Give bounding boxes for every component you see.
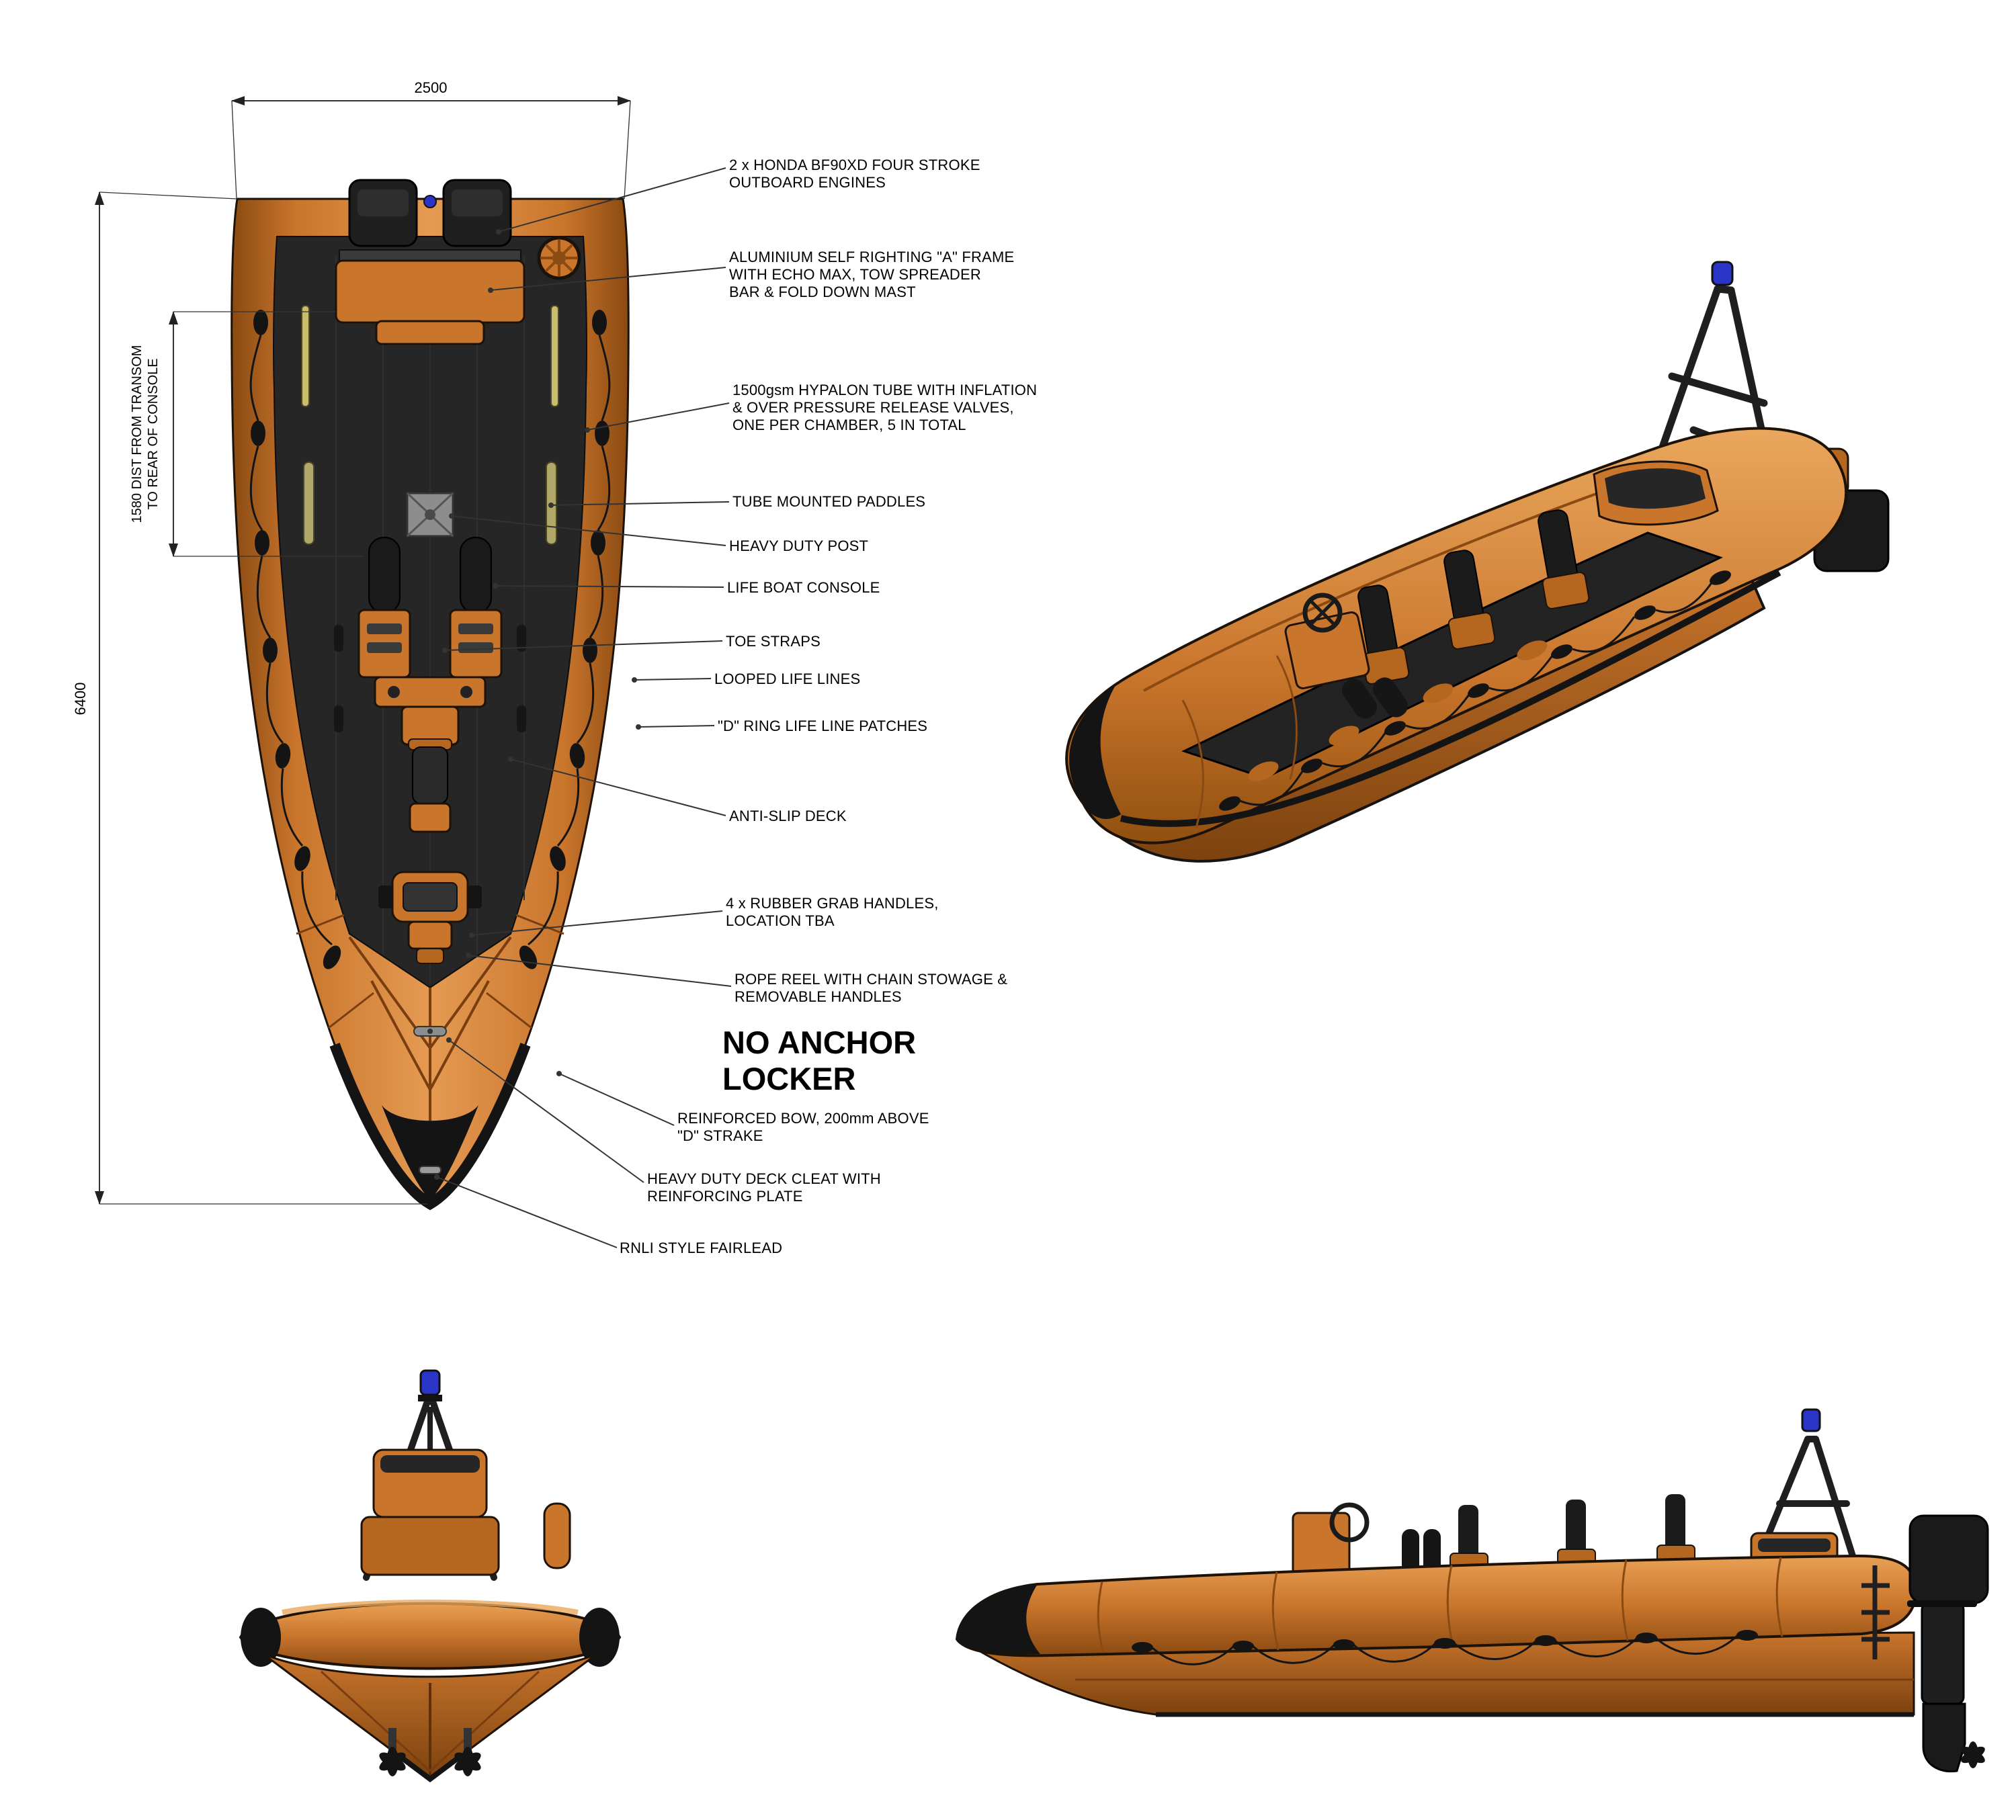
propellers-front [379, 1728, 481, 1776]
tube-cap-port [241, 1608, 281, 1667]
bow-interior-lines [348, 936, 512, 1142]
stern-ladder-side [1861, 1565, 1890, 1659]
dimension-beam-label: 2500 [414, 79, 448, 96]
note-no-anchor-locker: NO ANCHOR LOCKER [722, 1025, 917, 1096]
steering-wheel-iso [1302, 593, 1343, 633]
leader-lines [436, 167, 732, 1248]
tube-mounted-paddles [301, 305, 559, 545]
grab-handles-iso [1219, 570, 1731, 811]
seats-console-iso [1284, 460, 1719, 719]
steering-wheel-side [1329, 1502, 1370, 1543]
bow-cone-iso [1069, 685, 1121, 819]
callout-fairlead: RNLI STYLE FAIRLEAD [620, 1240, 783, 1256]
callout-engines: 2 x HONDA BF90XD FOUR STROKE OUTBOARD EN… [729, 157, 980, 191]
callout-console: LIFE BOAT CONSOLE [727, 579, 880, 596]
isometric-view [1065, 261, 1890, 863]
bow-tip-cone [382, 1105, 478, 1200]
console-side [1292, 1512, 1351, 1576]
looped-life-lines-plan [249, 335, 611, 946]
stern-locker [335, 259, 526, 324]
callout-toe-straps: TOE STRAPS [726, 633, 821, 650]
beacon-base-front [418, 1395, 442, 1401]
tube-joints-plan [296, 914, 564, 1029]
tube-band-front [239, 1602, 622, 1670]
transom-bar [339, 249, 521, 261]
grab-handles-side [1132, 1630, 1758, 1653]
engine-cowl-detail [452, 189, 503, 216]
callout-paddles: TUBE MOUNTED PADDLES [732, 493, 926, 510]
top-view [230, 179, 630, 1211]
callout-deck-cleat: HEAVY DUTY DECK CLEAT WITH REINFORCING P… [647, 1170, 881, 1205]
side-view [955, 1408, 1989, 1773]
bow-strake [329, 1043, 531, 1211]
engine-cowl-detail [358, 189, 409, 216]
bow-cone-side [957, 1584, 1040, 1655]
tube-cap-starboard [579, 1608, 620, 1667]
life-lines-iso [1239, 581, 1714, 806]
toe-straps-plan [334, 625, 526, 732]
tube-bottom-edge-iso [1120, 569, 1781, 827]
callout-grab-handles: 4 x RUBBER GRAB HANDLES, LOCATION TBA [726, 895, 939, 929]
callout-d-ring: "D" RING LIFE LINE PATCHES [718, 718, 928, 734]
fender-pole-front [543, 1502, 571, 1569]
console-assembly-plan [358, 492, 503, 1174]
beacon-light-side [1801, 1408, 1821, 1432]
life-lines-side [1151, 1634, 1739, 1665]
stern-step [375, 320, 485, 345]
callout-hypalon-tube: 1500gsm HYPALON TUBE WITH INFLATION & OV… [732, 382, 1038, 433]
front-view [239, 1369, 622, 1782]
outboard-engine-side [1907, 1514, 1989, 1773]
tube-joints-side [1097, 1557, 1783, 1653]
capstan-spokes [540, 239, 578, 277]
console-front [360, 1516, 500, 1576]
propeller-side [1961, 1741, 1985, 1768]
deck-hatches-iso [1248, 640, 1548, 781]
beacon-light-iso [1711, 261, 1734, 286]
dimension-lines [95, 96, 631, 1205]
callout-heavy-post: HEAVY DUTY POST [729, 537, 869, 554]
beacon-light-front [419, 1369, 441, 1396]
callout-life-lines: LOOPED LIFE LINES [714, 670, 861, 687]
callout-anti-slip: ANTI-SLIP DECK [729, 808, 847, 824]
beacon-light-plan [423, 195, 437, 208]
leader-dots [434, 229, 641, 1180]
callout-a-frame: ALUMINIUM SELF RIGHTING "A" FRAME WITH E… [729, 249, 1015, 300]
fairlead-plan [419, 1166, 442, 1174]
callout-reinforced-bow: REINFORCED BOW, 200mm ABOVE "D" STRAKE [677, 1110, 929, 1144]
tube-joints-iso [1181, 655, 1298, 828]
dimension-console-label: 1580 DIST FROM TRANSOM TO REAR OF CONSOL… [130, 345, 161, 523]
dimension-length-label: 6400 [72, 682, 89, 716]
callout-rope-reel: ROPE REEL WITH CHAIN STOWAGE & REMOVABLE… [734, 971, 1008, 1005]
